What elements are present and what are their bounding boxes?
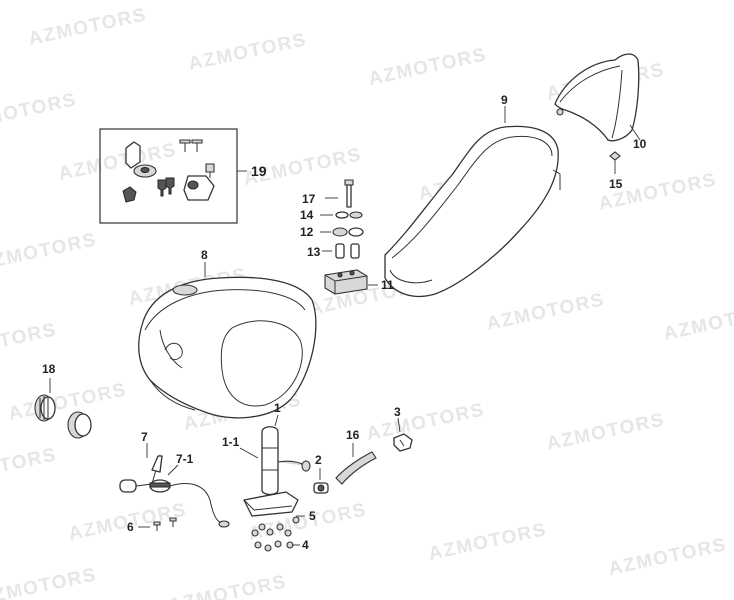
callout-14: 14 (300, 208, 314, 222)
part-18-fuel-caps: 18 (34, 362, 92, 439)
callout-19: 19 (251, 163, 267, 179)
callout-16: 16 (346, 428, 360, 442)
callout-1-1: 1-1 (222, 435, 240, 449)
callout-9: 9 (501, 93, 508, 107)
callout-10: 10 (633, 137, 647, 151)
watermark-text: AZMOTORS (365, 399, 487, 445)
watermark-text: AZMOTORS (545, 409, 667, 455)
part-8-fuel-tank: 8 (138, 248, 317, 419)
watermark-text: AZMOTORS (427, 519, 549, 565)
watermark-text: AZMOTORS (367, 44, 489, 90)
part-19-lock-set: 19 (99, 128, 267, 224)
callout-3: 3 (394, 405, 401, 419)
part-3-fitting: 3 (393, 405, 413, 452)
callout-7-1: 7-1 (176, 452, 194, 466)
lock-set-box (99, 128, 238, 224)
part-1-fuel-pump: 1 1-1 (222, 401, 311, 517)
watermark-text: AZMOTORS (167, 571, 289, 600)
callout-13: 13 (307, 245, 321, 259)
callout-17: 17 (302, 192, 316, 206)
callout-2: 2 (315, 453, 322, 467)
watermark-text: AZMOTORS (0, 229, 99, 275)
watermark-text: AZMOTORS (27, 4, 149, 50)
watermark-text: AZMOTORS (662, 299, 734, 345)
callout-18: 18 (42, 362, 56, 376)
watermark-text: AZMOTORS (7, 379, 129, 425)
callout-5: 5 (309, 509, 316, 523)
watermark-text: AZMOTORS (187, 29, 309, 75)
part-2-valve: 2 (313, 453, 329, 494)
watermark-text: AZMOTORS (0, 444, 59, 490)
part-15-screw: 15 (609, 151, 623, 191)
part-11-17-bolt-stack: 17 14 12 13 11 (300, 179, 394, 295)
watermark-text: AZMOTORS (0, 89, 79, 135)
watermark-text: AZMOTORS (607, 534, 729, 580)
callout-11: 11 (381, 278, 394, 292)
part-7-fuel-sender: 7 7-1 (119, 430, 230, 528)
callout-1: 1 (274, 401, 281, 415)
part-6-screws: 6 (127, 517, 177, 534)
callout-15: 15 (609, 177, 623, 191)
callout-6: 6 (127, 520, 134, 534)
watermark-text: AZMOTORS (485, 289, 607, 335)
callout-12: 12 (300, 225, 314, 239)
watermark-text: AZMOTORS (0, 564, 99, 600)
watermark-text: AZMOTORS (57, 139, 179, 185)
part-16-hose: 16 (335, 428, 377, 485)
part-4-5-hardware: 5 4 (251, 509, 316, 552)
watermark-text: AZMOTORS (0, 319, 59, 365)
callout-8: 8 (201, 248, 208, 262)
part-9-seat: 9 (384, 93, 561, 298)
part-10-seat-cowl: 10 (554, 53, 647, 151)
callout-4: 4 (302, 538, 309, 552)
callout-7: 7 (141, 430, 148, 444)
